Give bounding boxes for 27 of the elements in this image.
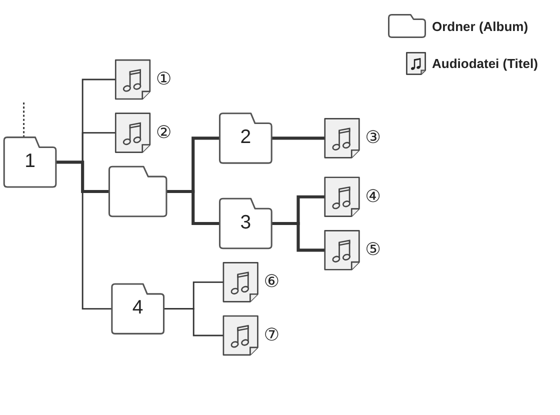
track-number: ④ (365, 186, 381, 207)
music-file-icon (222, 315, 258, 356)
music-file-icon (324, 118, 360, 158)
music-file-icon (114, 59, 151, 100)
music-file-icon (324, 230, 360, 270)
folder-icon (108, 166, 168, 218)
folder: 2 (218, 112, 272, 164)
connector-line (164, 308, 224, 336)
music-file-icon (222, 262, 258, 302)
legend-label: Audiodatei (Titel) (432, 56, 538, 71)
connector-line (272, 136, 325, 140)
legend-label: Ordner (Album) (432, 18, 528, 34)
connector-line (272, 222, 325, 252)
folder: 4 (111, 283, 165, 334)
connector-line (56, 160, 110, 194)
track-number: ⑥ (264, 272, 280, 292)
track-number: ⑤ (365, 240, 381, 260)
track-number: ② (156, 122, 172, 143)
track-number: ⑦ (264, 325, 280, 346)
music-file-icon (324, 176, 360, 217)
folder: 1 (3, 136, 57, 188)
connector-line (166, 190, 220, 226)
music-file-icon (114, 112, 151, 153)
track-number: ① (156, 70, 172, 90)
folder: 3 (218, 198, 272, 250)
dashed-line (23, 102, 25, 138)
track-number: ③ (365, 128, 381, 148)
